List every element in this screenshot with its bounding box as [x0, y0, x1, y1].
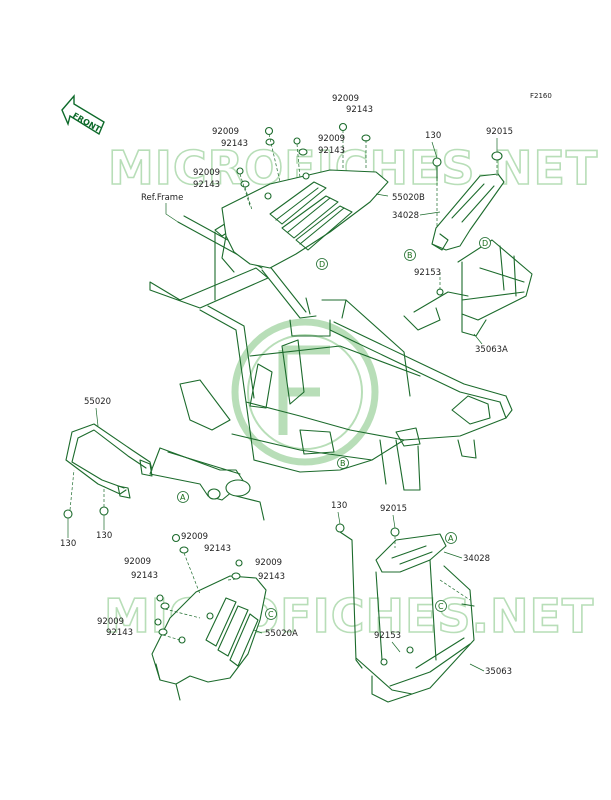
label-92153-top: 92153	[414, 268, 441, 278]
label-34028-top: 34028	[392, 211, 419, 221]
label-92143-top: 92143	[346, 105, 373, 115]
svg-text:C: C	[268, 610, 274, 619]
footrest-34028-top	[431, 151, 505, 251]
bracket-35063a	[403, 239, 533, 337]
svg-text:D: D	[482, 239, 488, 248]
bracket-35063	[355, 559, 475, 703]
label-130-l1: 130	[60, 539, 76, 549]
svg-text:B: B	[407, 251, 413, 260]
callout-c-bottom: C	[435, 600, 447, 612]
top-leaders	[239, 130, 389, 211]
label-92015-bot: 92015	[380, 504, 407, 514]
svg-text:C: C	[438, 602, 444, 611]
svg-text:A: A	[180, 493, 186, 502]
callout-b-top: B	[404, 249, 416, 261]
heat-shield-55020b	[221, 169, 389, 273]
label-92009-d: 92009	[193, 168, 220, 178]
label-92009-g: 92009	[255, 558, 282, 568]
label-92153-bot: 92153	[374, 631, 401, 641]
label-92143-b: 92143	[221, 139, 248, 149]
label-35063: 35063	[485, 667, 512, 677]
callout-c-left: C	[265, 608, 277, 620]
watermark-logo-icon	[231, 318, 379, 466]
label-55020b: 55020B	[392, 193, 425, 203]
label-92009-b: 92009	[212, 127, 239, 137]
label-92143-d: 92143	[193, 180, 220, 190]
label-34028-bot: 34028	[463, 554, 490, 564]
grommet-92143-icon	[236, 122, 371, 188]
label-92009-e: 92009	[181, 532, 208, 542]
svg-text:D: D	[319, 260, 325, 269]
callout-b-center: B	[337, 457, 349, 469]
svg-text:A: A	[448, 534, 454, 543]
guard-55020	[63, 423, 153, 519]
label-35063a: 35063A	[475, 345, 508, 355]
label-92015-top: 92015	[486, 127, 513, 137]
callout-d-right: D	[479, 237, 491, 249]
label-92009-c: 92009	[318, 134, 345, 144]
frame	[149, 211, 513, 521]
heat-shield-55020a	[151, 575, 267, 701]
label-130-l2: 130	[96, 531, 112, 541]
ref-frame-label: Ref.Frame	[141, 193, 183, 203]
label-92143-f: 92143	[131, 571, 158, 581]
label-92143-g: 92143	[258, 572, 285, 582]
label-92009-f: 92009	[124, 557, 151, 567]
label-92143-h: 92143	[106, 628, 133, 638]
svg-text:B: B	[340, 459, 346, 468]
footrest-34028-bottom	[335, 523, 447, 669]
label-130-top: 130	[425, 131, 441, 141]
callout-a-left: A	[177, 491, 189, 503]
label-55020a: 55020A	[265, 629, 298, 639]
label-92143-e: 92143	[204, 544, 231, 554]
bottom-grommets-icon	[154, 533, 243, 641]
callout-a-bottom: A	[445, 532, 457, 544]
label-92009-top: 92009	[332, 94, 359, 104]
ref-frame-leader	[165, 203, 179, 223]
front-arrow-icon: FRONT	[61, 94, 105, 136]
label-55020: 55020	[84, 397, 111, 407]
diagram-code: F2160	[530, 92, 552, 100]
label-92009-h: 92009	[97, 617, 124, 627]
label-130-bot: 130	[331, 501, 347, 511]
callout-d-top: D	[316, 258, 328, 270]
label-92143-c: 92143	[318, 146, 345, 156]
